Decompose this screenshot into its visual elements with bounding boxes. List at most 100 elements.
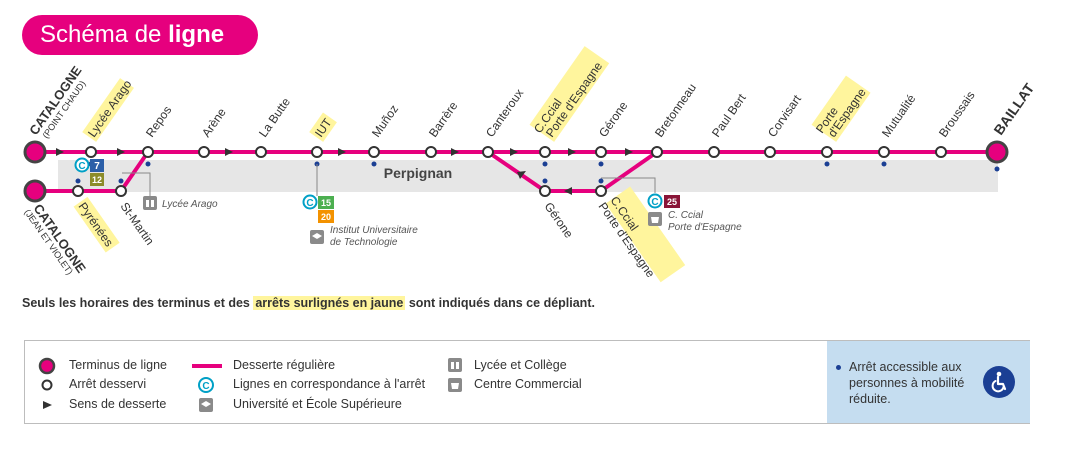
line-badge-25: [664, 195, 680, 208]
connection-symbol: C: [78, 161, 85, 172]
terminus-catalogne-top: [23, 140, 47, 164]
connection-icon: [74, 157, 90, 173]
title-prefix: Schéma de: [40, 21, 169, 48]
direction-arrow: [517, 171, 526, 179]
note-after: sont indiqués dans ce dépliant.: [405, 296, 595, 310]
label-munoz: Muñoz: [369, 102, 401, 140]
accessible-dot: [881, 161, 887, 167]
legend-stop: Arrêt desservi: [69, 377, 147, 391]
poi-iut-2: de Technologie: [330, 237, 398, 248]
direction-arrow: [625, 148, 633, 156]
accessibility-panel: Arrêt accessible aux personnes à mobilit…: [827, 341, 1030, 423]
legend-terminus: Terminus de ligne: [69, 358, 167, 372]
legend-lycee: Lycée et Collège: [474, 358, 567, 372]
legend-mall: Centre Commercial: [474, 377, 582, 391]
highlight-lycee-arago: [82, 78, 134, 142]
wheelchair-icon: [983, 366, 1015, 398]
lycee-icon: [143, 196, 157, 210]
accessible-dot: [75, 178, 81, 184]
label-arene: Arène: [199, 105, 229, 140]
note-before: Seuls les horaires des terminus et des: [22, 296, 254, 310]
highlight-ccial-bottom: [605, 186, 686, 283]
highlight-pyrenees: [73, 196, 120, 253]
direction-arrow: [568, 148, 576, 156]
line-badge-12: [90, 173, 104, 186]
note-highlight: arrêts surlignés en jaune: [253, 296, 406, 310]
stop-corvisart: [764, 146, 776, 158]
stop-markers: [72, 146, 947, 197]
label-bretonneau: Bretonneau: [652, 81, 699, 140]
poi-leader: [601, 177, 656, 193]
stop-arene: [198, 146, 210, 158]
accessible-dot: [542, 161, 548, 167]
line-badge-15-label: 15: [321, 198, 331, 208]
accessible-dot: [836, 365, 841, 370]
direction-arrow: [117, 148, 125, 156]
direction-arrow: [56, 148, 64, 156]
highlight-porte-espagne: [811, 75, 871, 142]
poi-iut-1: Institut Universitaire: [330, 225, 418, 236]
line-diagram: Perpignan: [22, 46, 1037, 283]
stop-gerone-bottom: [539, 185, 551, 197]
label-broussais: Broussais: [936, 89, 978, 140]
direction-arrow: [225, 148, 233, 156]
accessible-dot: [994, 166, 1000, 172]
line-badge-20-label: 20: [321, 212, 331, 222]
legend-connection: Lignes en correspondance à l'arrêt: [233, 377, 426, 391]
connections-iut: C 15 20 Institut Universitaire de Techno…: [302, 164, 418, 248]
stop-gerone-top: [595, 146, 607, 158]
stop-st-martin: [115, 185, 127, 197]
accessible-dot: [118, 178, 124, 184]
direction-arrow: [338, 148, 346, 156]
terminus-baillat: [985, 140, 1009, 164]
label-gerone-bottom: Gérone: [542, 200, 577, 241]
stop-paul-bert: [708, 146, 720, 158]
terminus-legend-icon: [38, 357, 56, 375]
connection-symbol: C: [651, 197, 658, 208]
connection-legend-icon: [198, 377, 214, 393]
label-lycee-arago: Lycée Arago: [85, 77, 135, 140]
accessible-dot: [371, 161, 377, 167]
label-gerone-top: Gérone: [596, 99, 631, 140]
label-corvisart: Corvisart: [765, 92, 804, 140]
stop-barrere: [425, 146, 437, 158]
line-badge-7-label: 7: [94, 161, 100, 172]
accessible-dot: [598, 178, 604, 184]
line-badge-7: [90, 159, 104, 172]
label-la-butte: La Butte: [256, 95, 293, 140]
poi-lycee-arago: Lycée Arago: [162, 199, 218, 210]
accessible-dot: [824, 161, 830, 167]
stop-la-butte: [255, 146, 267, 158]
direction-arrow: [510, 148, 518, 156]
legend-accessible: Arrêt accessible aux personnes à mobilit…: [849, 360, 965, 406]
label-paul-bert: Paul Bert: [709, 91, 749, 140]
label-mutualite: Mutualité: [879, 92, 919, 140]
connections-ccial: C 25 C. Ccial Porte d'Espagne: [601, 177, 742, 233]
stop-repos: [142, 146, 154, 158]
accessible-dot: [542, 178, 548, 184]
poi-ccial-2: Porte d'Espagne: [668, 222, 742, 233]
legend-university: Université et École Supérieure: [233, 397, 402, 411]
accessible-dot: [598, 161, 604, 167]
stop-mutualite: [878, 146, 890, 158]
stop-lycee-arago: [85, 146, 97, 158]
highlight-ccial-top: [529, 46, 610, 142]
highlight-iut: [309, 112, 337, 142]
terminus-markers: [23, 140, 1009, 203]
label-pyrenees: Pyrénées: [76, 200, 117, 250]
label-baillat: BAILLAT: [990, 80, 1037, 138]
line-badge-20: [318, 210, 334, 223]
stop-bretonneau: [651, 146, 663, 158]
label-barrere: Barrère: [426, 99, 461, 140]
connection-icon: [647, 193, 663, 209]
direction-legend-icon: [43, 401, 52, 409]
title-bold: ligne: [168, 21, 225, 48]
legend-regular: Desserte régulière: [233, 358, 336, 372]
connection-icon: [302, 194, 318, 210]
direction-arrow: [564, 187, 572, 195]
legend-direction: Sens de desserte: [69, 397, 167, 411]
connection-symbol: C: [306, 198, 313, 209]
city-label: Perpignan: [384, 165, 452, 181]
connections-arago: C 7 12 Lycée Arago: [74, 157, 218, 210]
stop-broussais: [935, 146, 947, 158]
